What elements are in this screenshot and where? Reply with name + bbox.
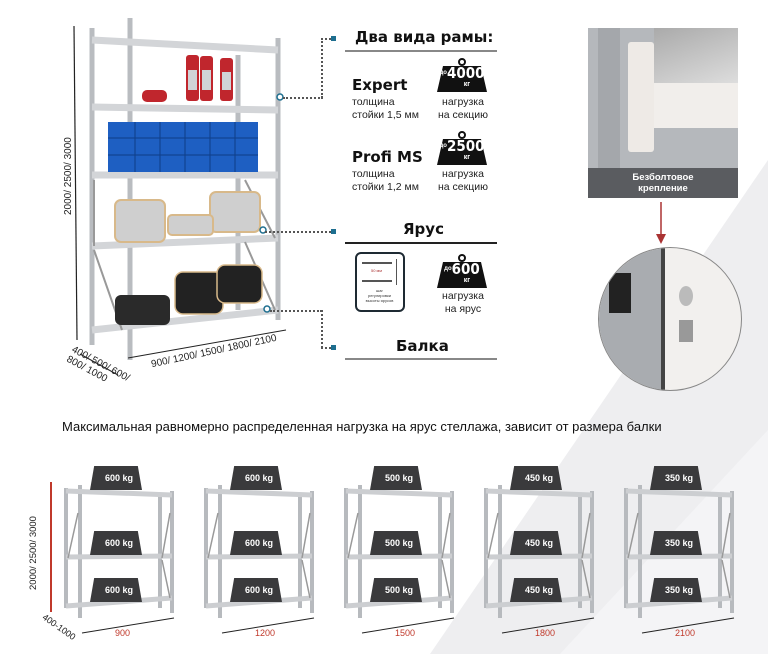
mini-rack-drawing <box>64 485 175 634</box>
mini-rack-drawing <box>204 485 315 634</box>
load-weight-label: 600 kg <box>90 531 142 555</box>
frame-expert-name: Expert <box>352 76 408 94</box>
connector-line <box>265 231 331 233</box>
load-weight-label: 600 kg <box>230 466 282 490</box>
mini-rack-drawing <box>484 485 595 634</box>
mini-rack-drawing <box>344 485 455 634</box>
arrow-down-icon <box>656 202 666 244</box>
mini-rack-2100: 350 kg 350 kg 350 kg 2100 <box>620 458 760 643</box>
main-rack-illustration <box>73 18 287 376</box>
connector-line <box>321 347 331 349</box>
load-weight-label: 350 kg <box>650 578 702 602</box>
load-weight-label: 500 kg <box>370 531 422 555</box>
mini-rack-width-label: 1500 <box>395 628 416 638</box>
mini-rack-900: 600 kg 600 kg 600 kg 900 <box>60 458 200 643</box>
boltless-photo <box>588 28 738 168</box>
load-weight-label: 450 kg <box>510 578 562 602</box>
load-weight-label: 500 kg <box>370 578 422 602</box>
connector-marker <box>331 229 336 234</box>
divider <box>345 358 497 360</box>
connector-line <box>270 310 322 312</box>
load-weight-label: 600 kg <box>90 466 142 490</box>
divider <box>345 50 497 52</box>
mini-rack-width-label: 900 <box>115 628 131 638</box>
beam-section-title: Балка <box>396 337 449 355</box>
mini-rack-drawing <box>624 485 735 634</box>
frame-profi-name: Profi MS <box>352 148 423 166</box>
load-weight-label: 350 kg <box>650 531 702 555</box>
load-weight-label: 450 kg <box>510 466 562 490</box>
load-weight-label: 500 kg <box>370 466 422 490</box>
load-weight-label: 600 kg <box>230 531 282 555</box>
mini-rack-1800: 450 kg 450 kg 450 kg 1800 <box>480 458 620 643</box>
connector-marker <box>331 36 336 41</box>
connector-line <box>321 38 331 40</box>
height-dimension: 2000/ 2500/ 3000 <box>63 137 74 215</box>
tier-section-title: Ярус <box>403 220 444 238</box>
mini-rack-1500: 500 kg 500 kg 500 kg 1500 <box>340 458 480 643</box>
divider <box>345 242 497 244</box>
tier-step-value: 50 мм <box>371 268 383 273</box>
mini-rack-width-label: 1200 <box>255 628 276 638</box>
connector-line <box>321 310 323 348</box>
boltless-closeup <box>598 247 742 391</box>
connector-line <box>321 38 323 98</box>
mini-height-dimension: 2000/ 2500/ 3000 <box>28 516 39 590</box>
mini-rack-1200: 600 kg 600 kg 600 kg 1200 <box>200 458 340 643</box>
mini-rack-width-label: 2100 <box>675 628 696 638</box>
mini-rack-width-label: 1800 <box>535 628 556 638</box>
connector-line <box>283 97 323 99</box>
mini-height-line <box>50 482 52 612</box>
load-weight-label: 450 kg <box>510 531 562 555</box>
frame-section-title: Два вида рамы: <box>355 28 494 46</box>
load-weight-label: 350 kg <box>650 466 702 490</box>
load-weight-label: 600 kg <box>90 578 142 602</box>
connector-marker <box>331 345 336 350</box>
load-heading: Максимальная равномерно распределенная н… <box>62 419 662 434</box>
load-weight-label: 600 kg <box>230 578 282 602</box>
